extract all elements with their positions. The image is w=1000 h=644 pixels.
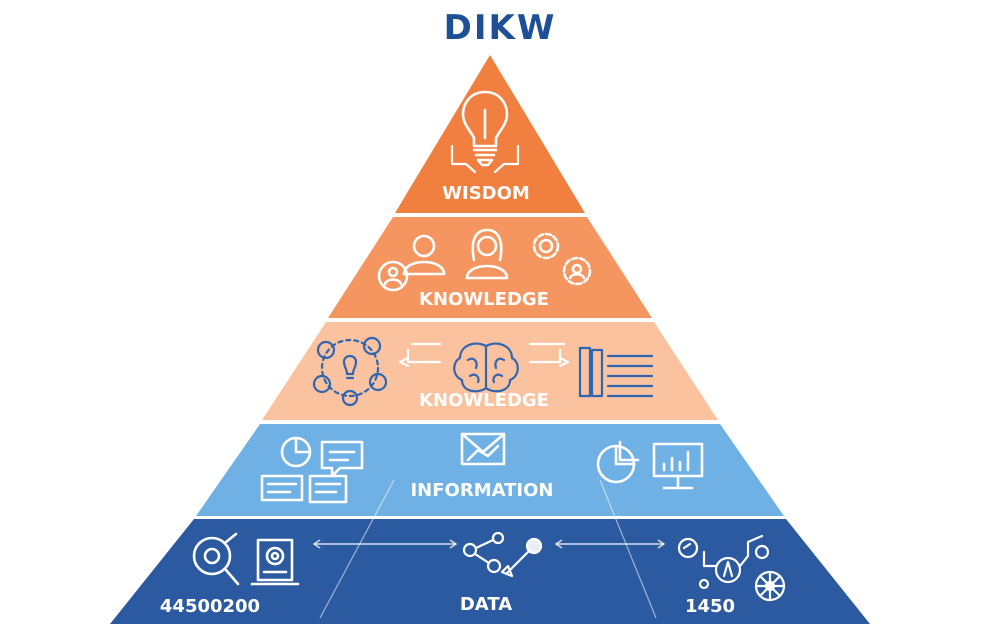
level-label-wisdom: WISDOM [442,183,530,204]
monitor-chart-icon [652,442,704,490]
level-label-knowledge-upper: KNOWLEDGE [419,289,549,310]
compass-network-icon [698,534,770,590]
double-arrow-right [554,539,666,549]
chat-bubble-icon [320,440,364,478]
diagram-title: DIKW [443,8,557,48]
level-label-data: DATA [460,594,512,615]
gauge-icon [677,537,699,559]
envelope-chart-icon [460,432,506,466]
tier-knowledge-lower [262,322,718,420]
lightbulb-icon [461,90,509,167]
male-user-icon [402,234,446,276]
bracket-arrow-right-icon [528,342,570,368]
network-lightbulb-icon [312,336,388,407]
tier-information [196,424,784,516]
pie-chart-large-icon [596,440,640,484]
bracket-arrow-left-icon [398,342,442,368]
tier-wisdom [395,55,585,213]
bracket-lines-icon [450,144,520,174]
note-icon [308,474,348,504]
pie-chart-icon [280,436,312,468]
pen-icon [500,537,543,578]
books-icon [578,346,654,398]
data-number-right: 1450 [685,596,735,617]
document-icon [260,474,304,502]
magnifier-eye-icon [192,532,240,586]
double-arrow-left [312,539,458,549]
female-user-icon [465,228,509,280]
data-number-left: 44500200 [160,596,260,617]
target-person-icon [377,260,409,292]
level-label-knowledge-lower: KNOWLEDGE [419,390,549,411]
divider-lines [319,479,657,619]
gear-user-icon [532,232,592,286]
device-icon [250,538,300,586]
level-label-information: INFORMATION [410,480,553,501]
wheel-icon [754,570,786,602]
network-nodes-icon [462,531,505,574]
brain-icon [453,342,519,393]
tier-knowledge-upper [328,217,652,318]
